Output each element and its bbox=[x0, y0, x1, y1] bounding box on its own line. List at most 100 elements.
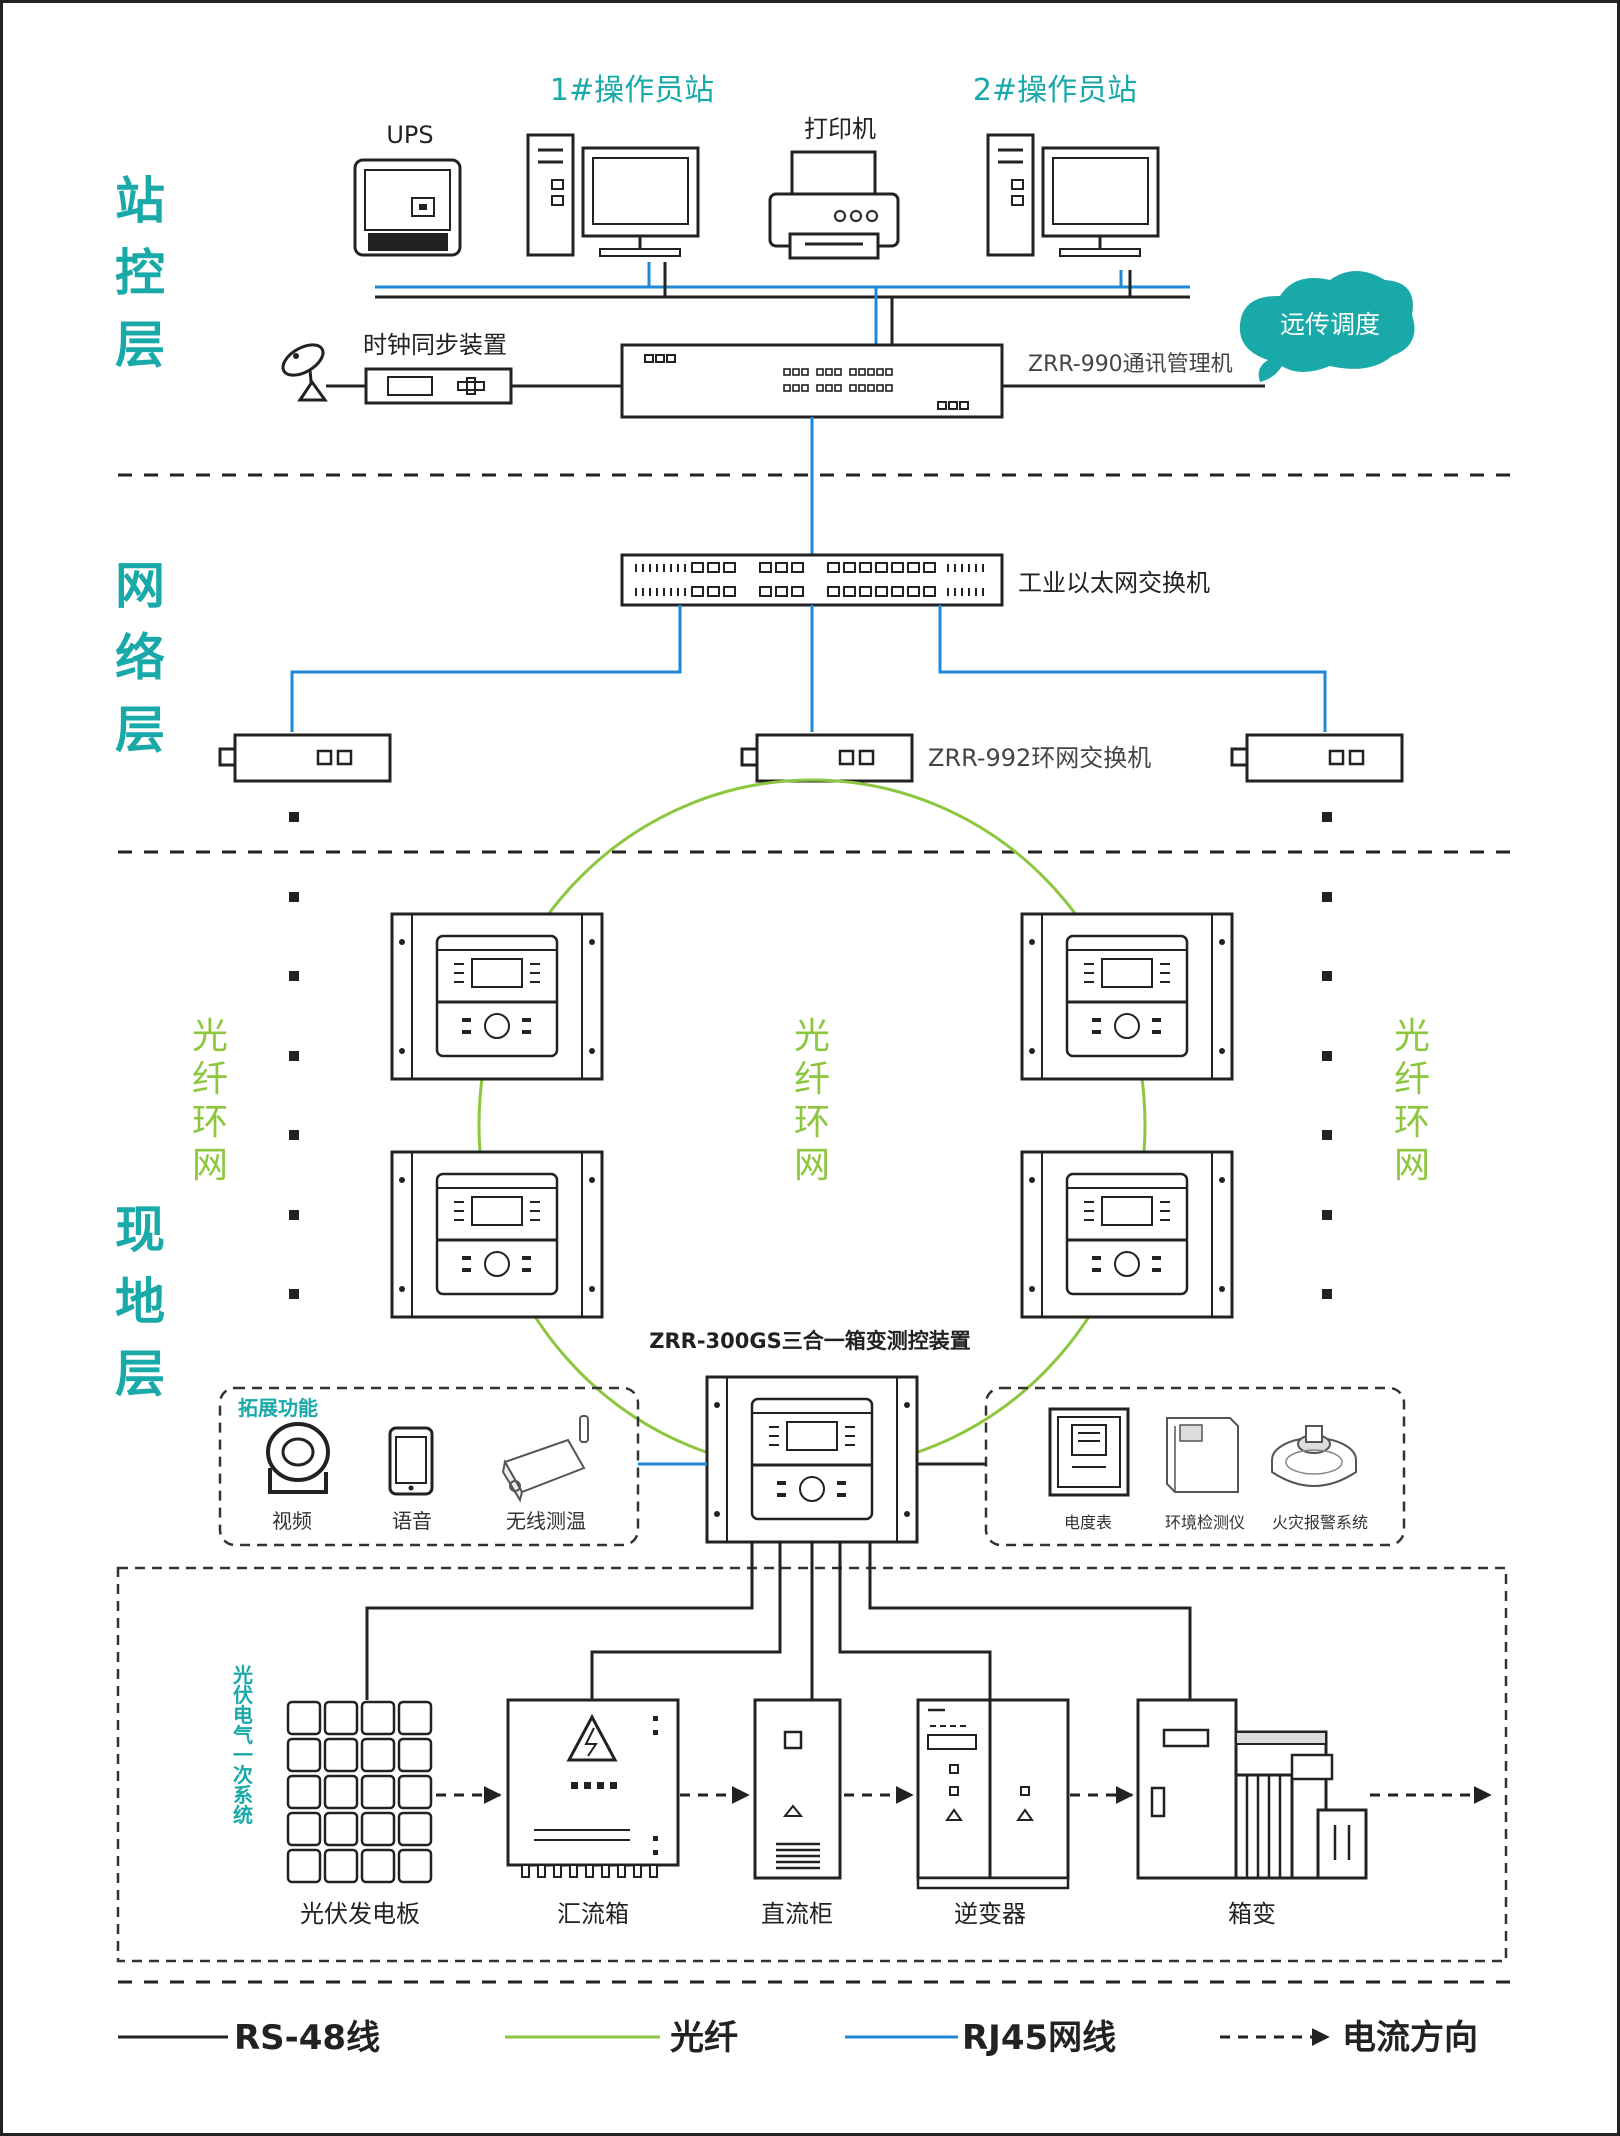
layer-title-field: 现 地 层 bbox=[115, 1201, 165, 1403]
dc-cabinet-icon bbox=[753, 1698, 842, 1880]
layer-char: 地 bbox=[115, 1273, 165, 1331]
extension-item-label: 视频 bbox=[272, 1509, 312, 1533]
remote-dispatch-label: 远传调度 bbox=[1280, 310, 1380, 339]
clock-sync-device-icon bbox=[364, 367, 513, 405]
layer-title-station: 站 控 层 bbox=[115, 172, 165, 374]
ring-switch-icon bbox=[740, 733, 914, 783]
auxiliary-box bbox=[984, 1386, 1406, 1547]
ups-icon bbox=[353, 158, 462, 257]
fire-alarm-icon bbox=[1271, 1425, 1357, 1487]
ethernet-switch-icon bbox=[620, 553, 1004, 607]
ring-char: 光 bbox=[794, 1016, 830, 1057]
extension-box bbox=[218, 1386, 640, 1547]
layer-char: 层 bbox=[115, 316, 165, 374]
ring-char: 纤 bbox=[192, 1059, 228, 1100]
pv-equipment-labels: 光伏发电板 汇流箱 直流柜 逆变器 箱变 bbox=[300, 1900, 1276, 1928]
pv-panel-icon bbox=[286, 1700, 433, 1884]
pv-title-char: 统 bbox=[233, 1803, 253, 1827]
rj45-link bbox=[938, 605, 1327, 732]
phone-icon bbox=[388, 1426, 434, 1496]
pv-title-char: 系 bbox=[233, 1783, 253, 1807]
pv-equipment-label: 汇流箱 bbox=[557, 1900, 629, 1928]
legend: RS-48线 光纤 RJ45网线 电流方向 bbox=[118, 2018, 1478, 2058]
legend-label-current: 电流方向 bbox=[1342, 2018, 1478, 2058]
rj45-link bbox=[290, 605, 682, 732]
pv-title-char: 光 bbox=[232, 1663, 253, 1687]
pv-title-char: 次 bbox=[233, 1763, 253, 1787]
ethernet-switch-label: 工业以太网交换机 bbox=[1018, 569, 1210, 597]
relay-unit-icon bbox=[1020, 1150, 1234, 1319]
box-transformer-icon bbox=[1136, 1698, 1368, 1880]
ring-switch-label: ZRR-992环网交换机 bbox=[928, 744, 1151, 772]
computer-icon bbox=[526, 133, 700, 257]
operator-station-1-label: 1#操作员站 bbox=[550, 73, 714, 108]
environment-monitor-icon bbox=[1166, 1417, 1239, 1493]
ring-char: 网 bbox=[192, 1145, 228, 1186]
fiber-ring-label-left: 光 纤 环 网 bbox=[192, 1016, 228, 1186]
ring-switch-icon bbox=[218, 733, 392, 783]
pv-title-char: 一 bbox=[233, 1743, 253, 1767]
relay-unit-icon bbox=[1020, 912, 1234, 1081]
ring-switch-icon bbox=[1230, 733, 1404, 783]
legend-label-rs485: RS-48线 bbox=[234, 2018, 380, 2058]
layer-title-network: 网 络 层 bbox=[115, 557, 165, 759]
combiner-box-icon bbox=[506, 1698, 680, 1878]
cloud-icon bbox=[1239, 271, 1415, 382]
relay-unit-icon bbox=[390, 912, 604, 1081]
ring-char: 光 bbox=[192, 1016, 228, 1057]
main-device-label: ZRR-300GS三合一箱变测控装置 bbox=[649, 1329, 970, 1353]
pv-equipment-label: 逆变器 bbox=[954, 1900, 1026, 1928]
auxiliary-labels: 电度表 环境检测仪 火灾报警系统 bbox=[1064, 1513, 1368, 1532]
extension-item-label: 语音 bbox=[392, 1509, 432, 1533]
pv-title-char: 伏 bbox=[233, 1683, 253, 1707]
inverter-icon bbox=[916, 1698, 1070, 1890]
ring-char: 网 bbox=[794, 1145, 830, 1186]
comms-manager-icon bbox=[620, 343, 1004, 419]
layer-char: 站 bbox=[115, 172, 165, 230]
pv-system-box bbox=[116, 1566, 1508, 1963]
ring-char: 环 bbox=[192, 1102, 228, 1143]
pv-title-char: 电 bbox=[233, 1703, 253, 1727]
relay-unit-icon bbox=[390, 1150, 604, 1319]
layer-char: 控 bbox=[115, 244, 165, 302]
printer-icon bbox=[768, 150, 900, 260]
energy-meter-icon bbox=[1048, 1407, 1130, 1497]
ring-char: 环 bbox=[1394, 1102, 1430, 1143]
printer-label: 打印机 bbox=[804, 115, 876, 143]
ups-label: UPS bbox=[386, 121, 433, 149]
pv-equipment-label: 箱变 bbox=[1228, 1900, 1276, 1928]
dotted-link-right bbox=[1322, 812, 1332, 1299]
layer-char: 层 bbox=[115, 1345, 165, 1403]
ring-char: 网 bbox=[1394, 1145, 1430, 1186]
legend-label-fiber: 光纤 bbox=[670, 2018, 738, 2058]
auxiliary-item-label: 火灾报警系统 bbox=[1272, 1513, 1368, 1532]
pv-system-title: 光 伏 电 气 一 次 系 统 bbox=[232, 1663, 253, 1827]
dotted-link-left bbox=[289, 812, 299, 1299]
pv-title-char: 气 bbox=[232, 1723, 253, 1747]
wireless-sensor-icon bbox=[501, 1415, 589, 1503]
pv-equipment-label: 直流柜 bbox=[761, 1900, 833, 1928]
rs485-downlinks bbox=[365, 1543, 1192, 1700]
fiber-ring-label-right: 光 纤 环 网 bbox=[1394, 1016, 1430, 1186]
comms-manager-label: ZRR-990通讯管理机 bbox=[1028, 352, 1233, 377]
ring-char: 环 bbox=[794, 1102, 830, 1143]
satellite-dish-icon bbox=[281, 343, 328, 402]
auxiliary-item-label: 环境检测仪 bbox=[1165, 1513, 1245, 1532]
pv-equipment-label: 光伏发电板 bbox=[300, 1900, 420, 1928]
computer-icon bbox=[986, 133, 1160, 257]
layer-char: 层 bbox=[115, 701, 165, 759]
ring-char: 光 bbox=[1394, 1016, 1430, 1057]
ring-char: 纤 bbox=[794, 1059, 830, 1100]
ring-char: 纤 bbox=[1394, 1059, 1430, 1100]
main-device-icon bbox=[705, 1375, 919, 1544]
layer-char: 现 bbox=[115, 1201, 165, 1259]
clock-sync-label: 时钟同步装置 bbox=[363, 331, 507, 359]
layer-char: 络 bbox=[115, 629, 165, 687]
extension-item-label: 无线测温 bbox=[506, 1509, 586, 1533]
extension-title: 拓展功能 bbox=[238, 1396, 318, 1420]
fiber-ring-label-center: 光 纤 环 网 bbox=[794, 1016, 830, 1186]
video-camera-icon bbox=[266, 1422, 330, 1494]
auxiliary-item-label: 电度表 bbox=[1064, 1513, 1112, 1532]
